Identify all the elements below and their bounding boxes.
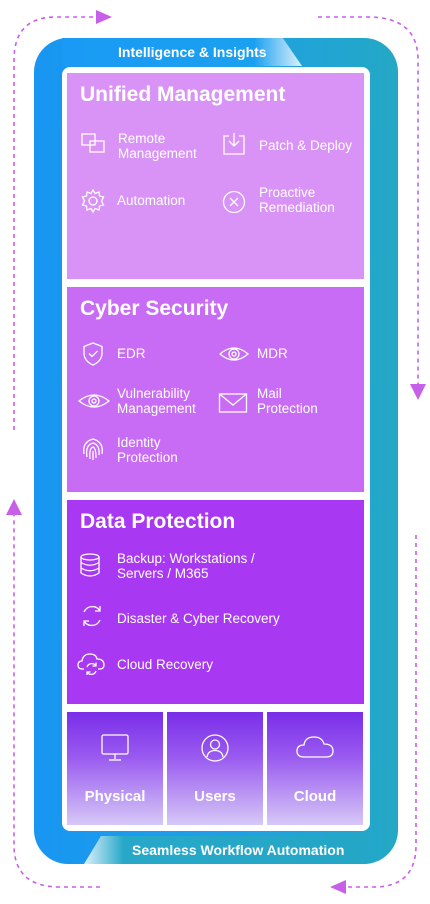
patch-deploy-icon: [221, 131, 247, 157]
eye-icon: [219, 341, 249, 367]
cloud-sync-icon: [77, 650, 107, 676]
cloud-tile: Cloud: [267, 712, 363, 825]
list-item: Patch & Deploy: [259, 138, 353, 153]
seamless-workflow-label: Seamless Workflow Automation: [132, 842, 345, 858]
list-item: Identity Protection: [117, 435, 178, 465]
section-title: Unified Management: [80, 83, 286, 106]
physical-tile: Physical: [67, 712, 163, 825]
tile-label: Physical: [84, 788, 146, 805]
list-item: Cloud Recovery: [117, 657, 214, 672]
eye-icon: [78, 388, 110, 414]
users-tile: Users: [167, 712, 263, 825]
mail-icon: [218, 390, 248, 416]
list-item: Remote Management: [118, 131, 197, 161]
user-icon: [199, 732, 231, 764]
cloud-icon: [295, 732, 335, 764]
tile-label: Cloud: [293, 788, 337, 805]
list-item: Proactive Remediation: [259, 185, 335, 215]
list-item: Mail Protection: [257, 386, 318, 416]
list-item: MDR: [257, 346, 288, 361]
list-item: Vulnerability Management: [117, 386, 196, 416]
shield-icon: [80, 341, 106, 367]
data-protection-section: Data Protection Backup: Workstations / S…: [67, 500, 364, 704]
database-icon: [77, 552, 103, 578]
monitor-icon: [99, 732, 131, 764]
section-title: Data Protection: [80, 510, 236, 533]
intelligence-insights-banner: Intelligence & Insights: [62, 38, 302, 66]
intelligence-insights-label: Intelligence & Insights: [118, 44, 267, 60]
close-circle-icon: [221, 189, 247, 215]
remote-management-icon: [80, 130, 106, 156]
tile-label: Users: [194, 788, 236, 805]
list-item: Disaster & Cyber Recovery: [117, 611, 280, 626]
fingerprint-icon: [80, 436, 106, 462]
list-item: EDR: [117, 346, 146, 361]
unified-management-section: Unified Management Remote Management Pat…: [67, 73, 364, 279]
gear-icon: [80, 188, 106, 214]
list-item: Automation: [117, 193, 186, 208]
refresh-icon: [79, 603, 105, 629]
list-item: Backup: Workstations / Servers / M365: [117, 551, 255, 581]
seamless-workflow-banner: Seamless Workflow Automation: [84, 836, 366, 864]
section-title: Cyber Security: [80, 297, 229, 320]
cyber-security-section: Cyber Security EDR MDR Vulnerability Man…: [67, 287, 364, 492]
